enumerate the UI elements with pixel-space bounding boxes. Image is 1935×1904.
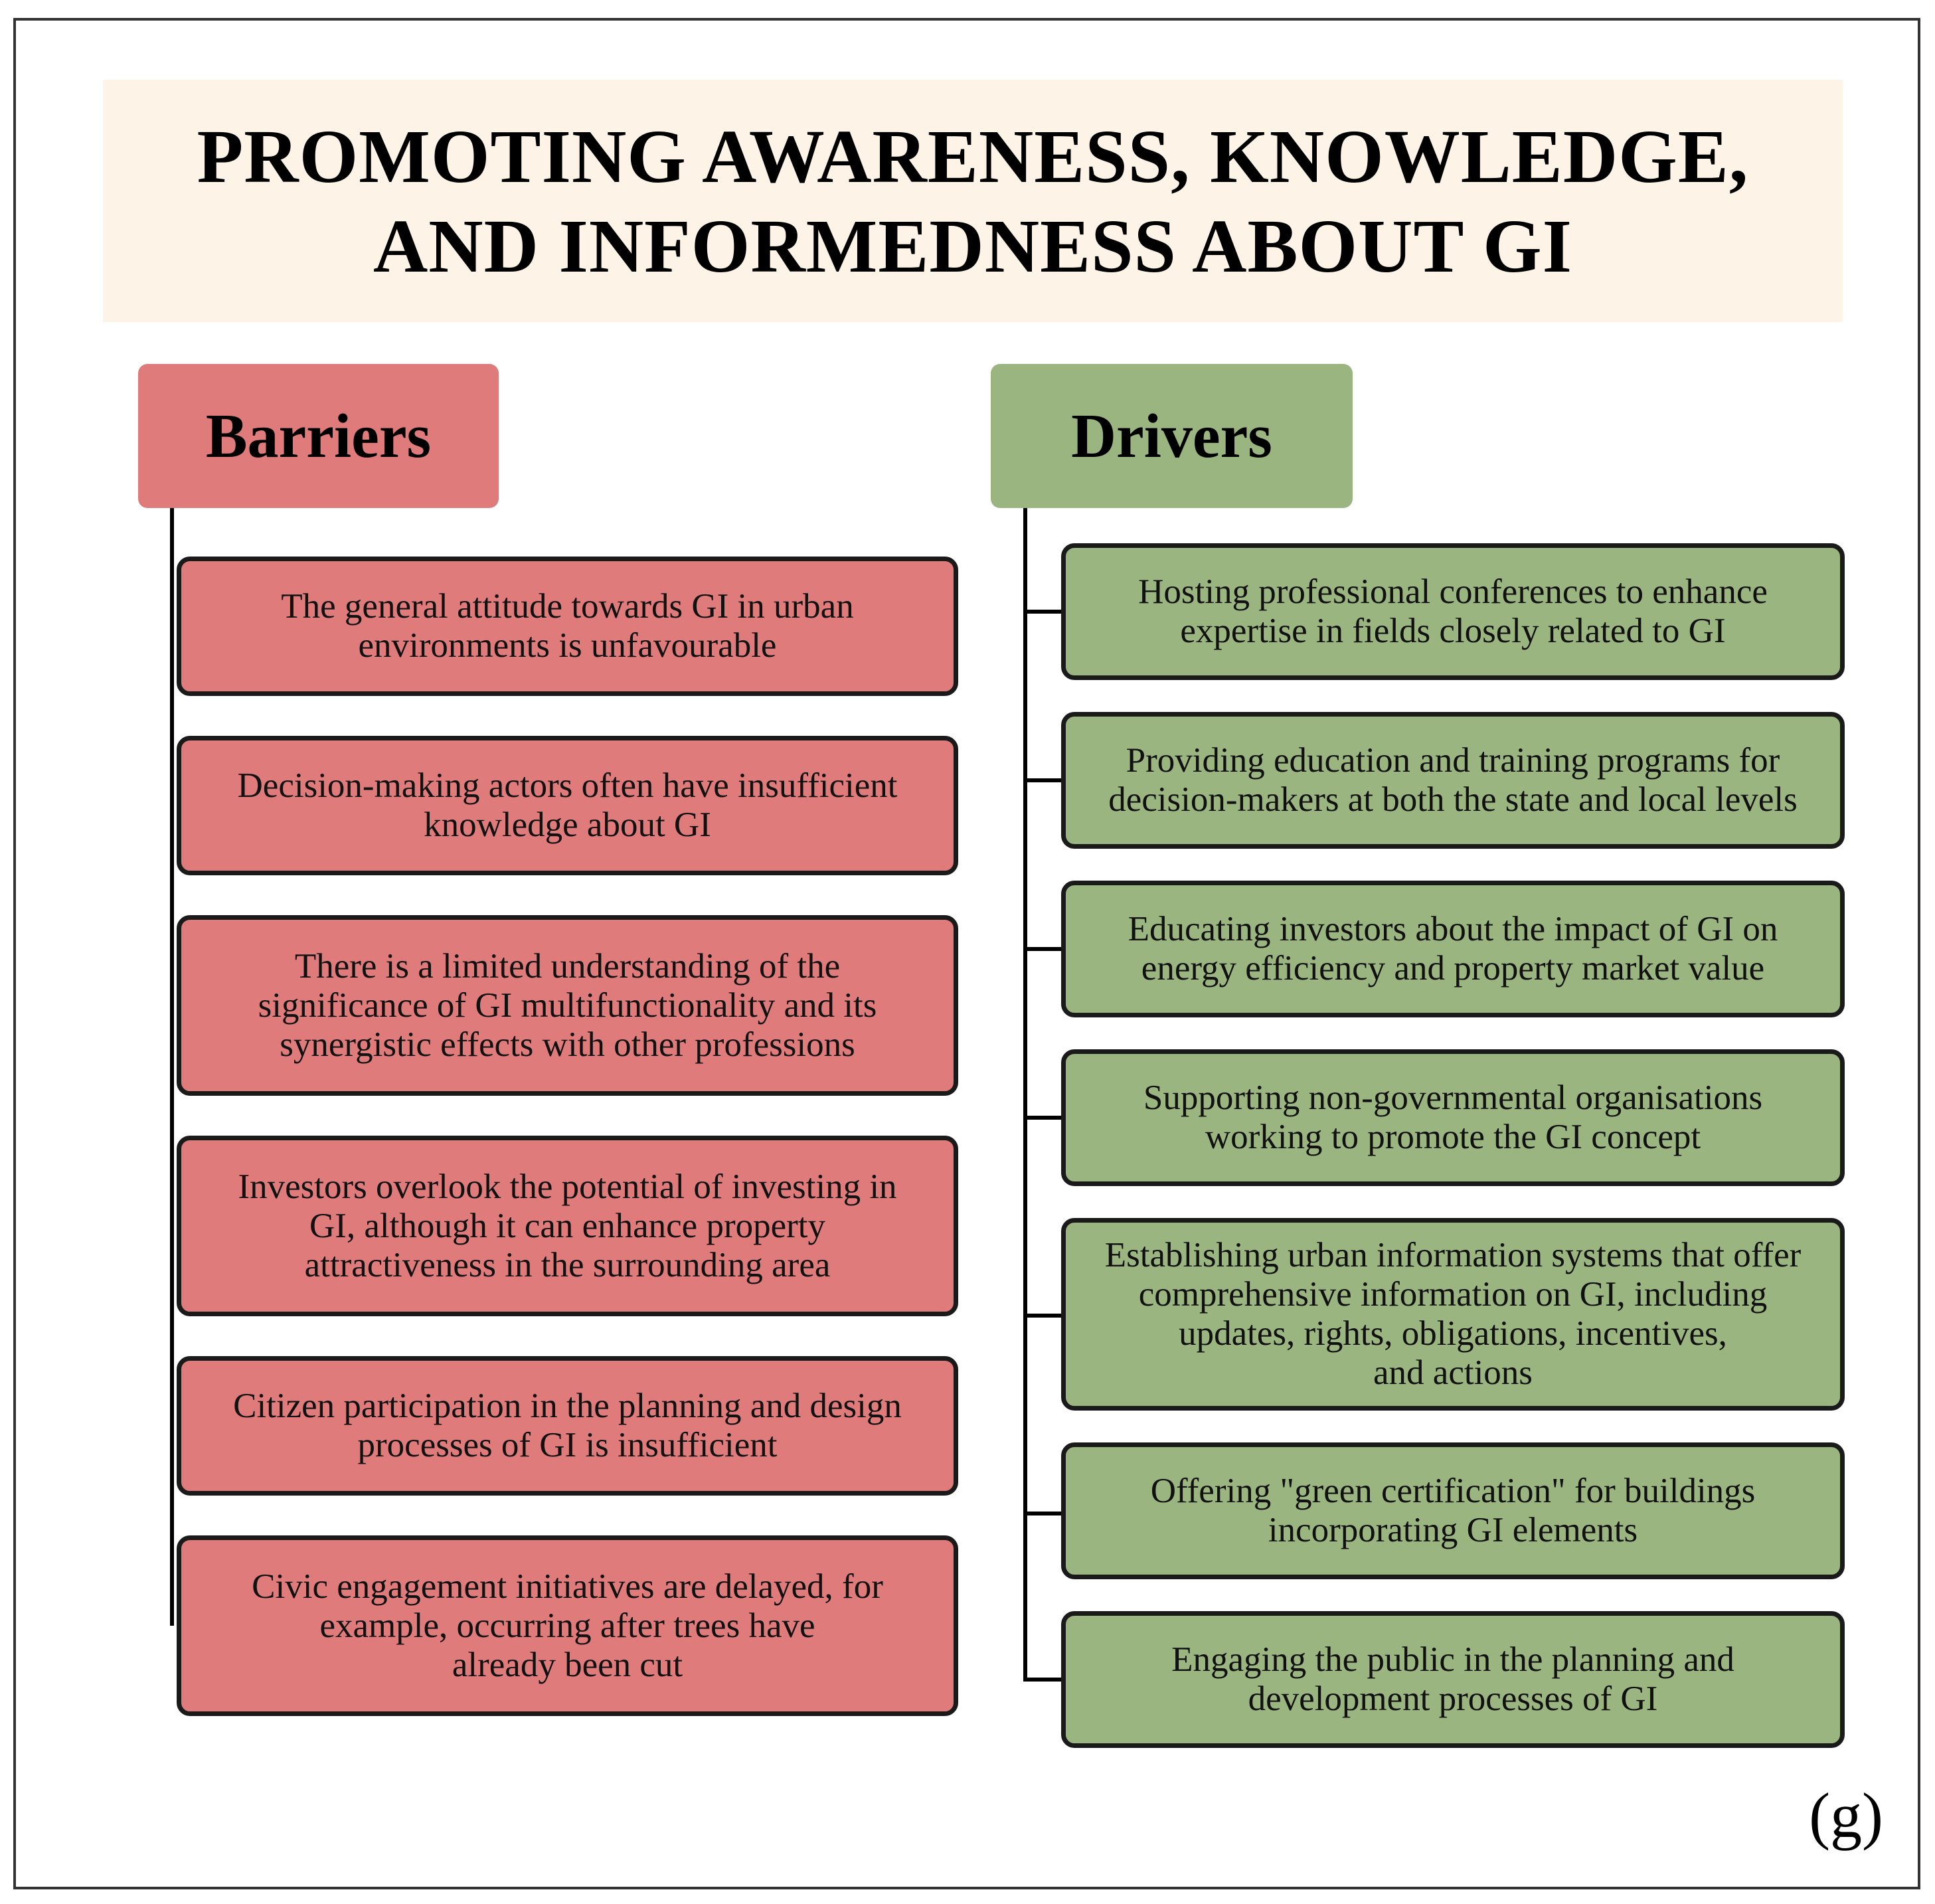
title-banner: PROMOTING AWARENESS, KNOWLEDGE, AND INFO…: [103, 80, 1843, 322]
driver-item-4: Supporting non-governmental organisation…: [1061, 1049, 1845, 1186]
driver-item-2: Providing education and training program…: [1061, 712, 1845, 849]
barrier-item-3: There is a limited understanding of the …: [177, 915, 958, 1096]
barrier-item-1: The general attitude towards GI in urban…: [177, 557, 958, 696]
driver-item-7: Engaging the public in the planning and …: [1061, 1611, 1845, 1748]
panel-label: (g): [1809, 1780, 1883, 1851]
barrier-item-6: Civic engagement initiatives are delayed…: [177, 1535, 958, 1716]
driver-connector-2: [1023, 778, 1064, 782]
driver-item-6: Offering "green certification" for build…: [1061, 1442, 1845, 1579]
drivers-trunk-line: [1023, 508, 1027, 1679]
driver-connector-4: [1023, 1116, 1064, 1120]
barriers-trunk-line: [170, 508, 174, 1626]
barrier-item-2: Decision-making actors often have insuff…: [177, 736, 958, 875]
diagram-title: PROMOTING AWARENESS, KNOWLEDGE, AND INFO…: [197, 114, 1749, 288]
driver-connector-1: [1023, 610, 1064, 614]
barrier-item-5: Citizen participation in the planning an…: [177, 1356, 958, 1496]
driver-connector-7: [1023, 1678, 1064, 1682]
driver-item-1: Hosting professional conferences to enha…: [1061, 543, 1845, 680]
driver-connector-5: [1023, 1314, 1064, 1318]
driver-connector-3: [1023, 947, 1064, 951]
barriers-header: Barriers: [138, 364, 499, 508]
driver-item-5: Establishing urban information systems t…: [1061, 1218, 1845, 1411]
barrier-item-4: Investors overlook the potential of inve…: [177, 1136, 958, 1316]
driver-item-3: Educating investors about the impact of …: [1061, 881, 1845, 1017]
driver-connector-6: [1023, 1512, 1064, 1515]
drivers-header: Drivers: [991, 364, 1353, 508]
